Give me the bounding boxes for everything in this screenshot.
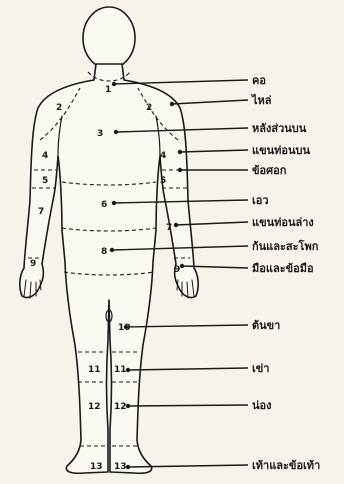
region-number-11-left: 11 [88,365,101,375]
region-number-5-right: 5 [160,176,166,186]
region-label-thigh: ต้นขา [252,319,280,332]
region-number-13-right: 13 [114,462,127,472]
region-label-neck: คอ [252,74,266,87]
region-number-3: 3 [97,129,103,139]
region-label-foot-ankle: เท้าและข้อเท้า [252,459,320,472]
region-number-9-left: 9 [30,259,36,269]
region-number-1: 1 [105,85,111,95]
region-number-7-left: 7 [38,207,44,217]
region-label-hand-wrist: มือและข้อมือ [252,262,314,275]
region-number-9-right: 9 [174,265,180,275]
region-label-knee: เข่า [252,362,269,375]
region-number-12-left: 12 [88,402,101,412]
region-label-buttocks-hip: ก้นและสะโพก [252,239,319,253]
region-number-7-right: 7 [166,223,172,233]
region-number-2-left: 2 [56,103,62,113]
region-labels: คอ ไหล่ หลังส่วนบน แขนท่อนบน ข้อศอก เอว … [250,74,320,472]
region-number-4-left: 4 [42,151,48,161]
region-number-2-right: 2 [146,103,152,113]
region-label-waist: เอว [252,194,269,207]
region-label-elbow: ข้อศอก [252,164,287,177]
region-number-12-right: 12 [114,402,127,412]
region-number-8: 8 [101,247,107,257]
region-number-5-left: 5 [42,176,48,186]
region-label-upper-arm: แขนท่อนบน [252,144,310,157]
region-number-10: 10 [118,323,131,333]
region-label-calf: น่อง [252,399,272,412]
body-outline [20,7,198,473]
region-label-shoulder: ไหล่ [250,93,272,107]
region-label-upper-back: หลังส่วนบน [252,122,307,135]
region-number-11-right: 11 [114,365,127,375]
region-label-forearm: แขนท่อนล่าง [252,216,314,229]
region-number-6: 6 [101,200,107,210]
region-number-4-right: 4 [160,151,166,161]
region-number-13-left: 13 [90,462,103,472]
